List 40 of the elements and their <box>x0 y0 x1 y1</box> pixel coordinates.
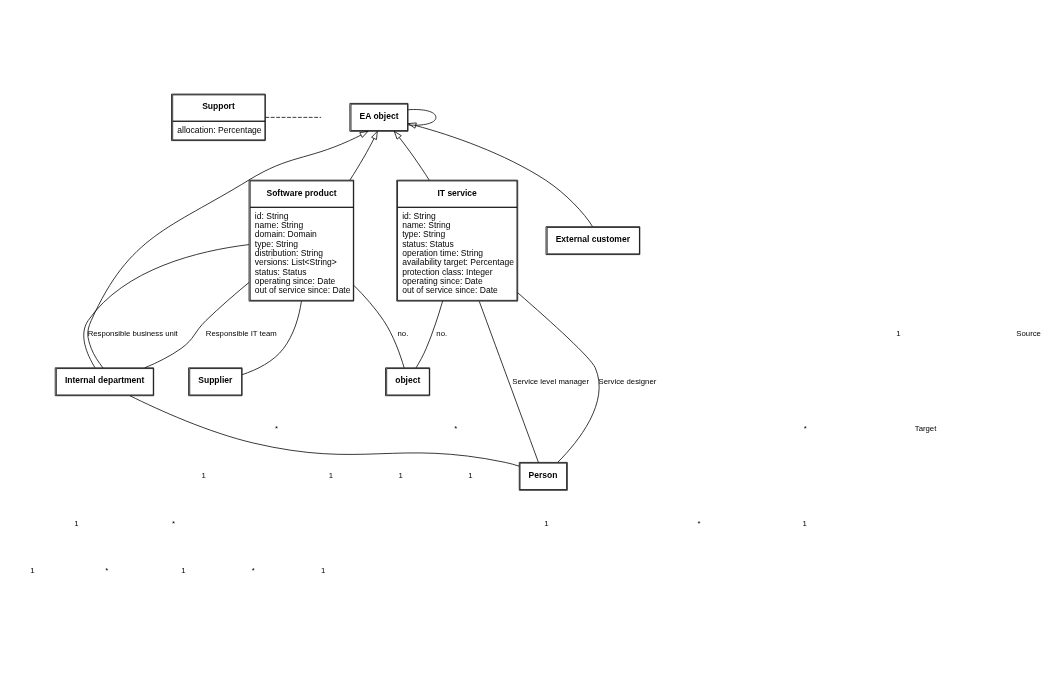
edge-label: Responsible IT team <box>205 329 277 339</box>
label: 1 <box>320 565 326 575</box>
label: Source <box>1016 329 1041 339</box>
label: 1 <box>201 471 206 481</box>
label: 1 <box>181 565 186 575</box>
label: * <box>454 423 458 433</box>
label: * <box>803 423 807 433</box>
connector <box>264 116 322 118</box>
edge-label: no. <box>436 329 448 339</box>
label: Target <box>914 423 937 433</box>
label: 1 <box>30 565 35 575</box>
arrow <box>349 131 378 181</box>
edge-label: Service level manager <box>512 376 589 386</box>
edge-label: Service designer <box>598 376 657 386</box>
edge-label: no. <box>397 329 409 339</box>
label: 1 <box>468 471 473 481</box>
connector <box>353 285 405 369</box>
arrow <box>393 131 430 181</box>
label: 1 <box>328 471 333 481</box>
label: 1 <box>802 518 807 528</box>
connector <box>415 300 443 369</box>
label: 1 <box>398 471 403 481</box>
arrow <box>407 122 593 227</box>
edge-label: Responsible business unit <box>87 329 178 339</box>
label: 1 <box>896 329 901 339</box>
connector <box>144 282 250 369</box>
connector <box>241 300 302 376</box>
label: * <box>275 423 279 433</box>
connector <box>129 395 520 467</box>
connector <box>517 292 600 463</box>
label: * <box>251 565 255 575</box>
label: * <box>105 565 109 575</box>
connector <box>407 109 437 126</box>
connector <box>478 301 539 463</box>
arrow <box>87 131 369 369</box>
label: * <box>697 518 701 528</box>
label: 1 <box>74 518 79 528</box>
connector <box>83 244 250 368</box>
label: * <box>171 518 175 528</box>
label: 1 <box>544 518 549 528</box>
